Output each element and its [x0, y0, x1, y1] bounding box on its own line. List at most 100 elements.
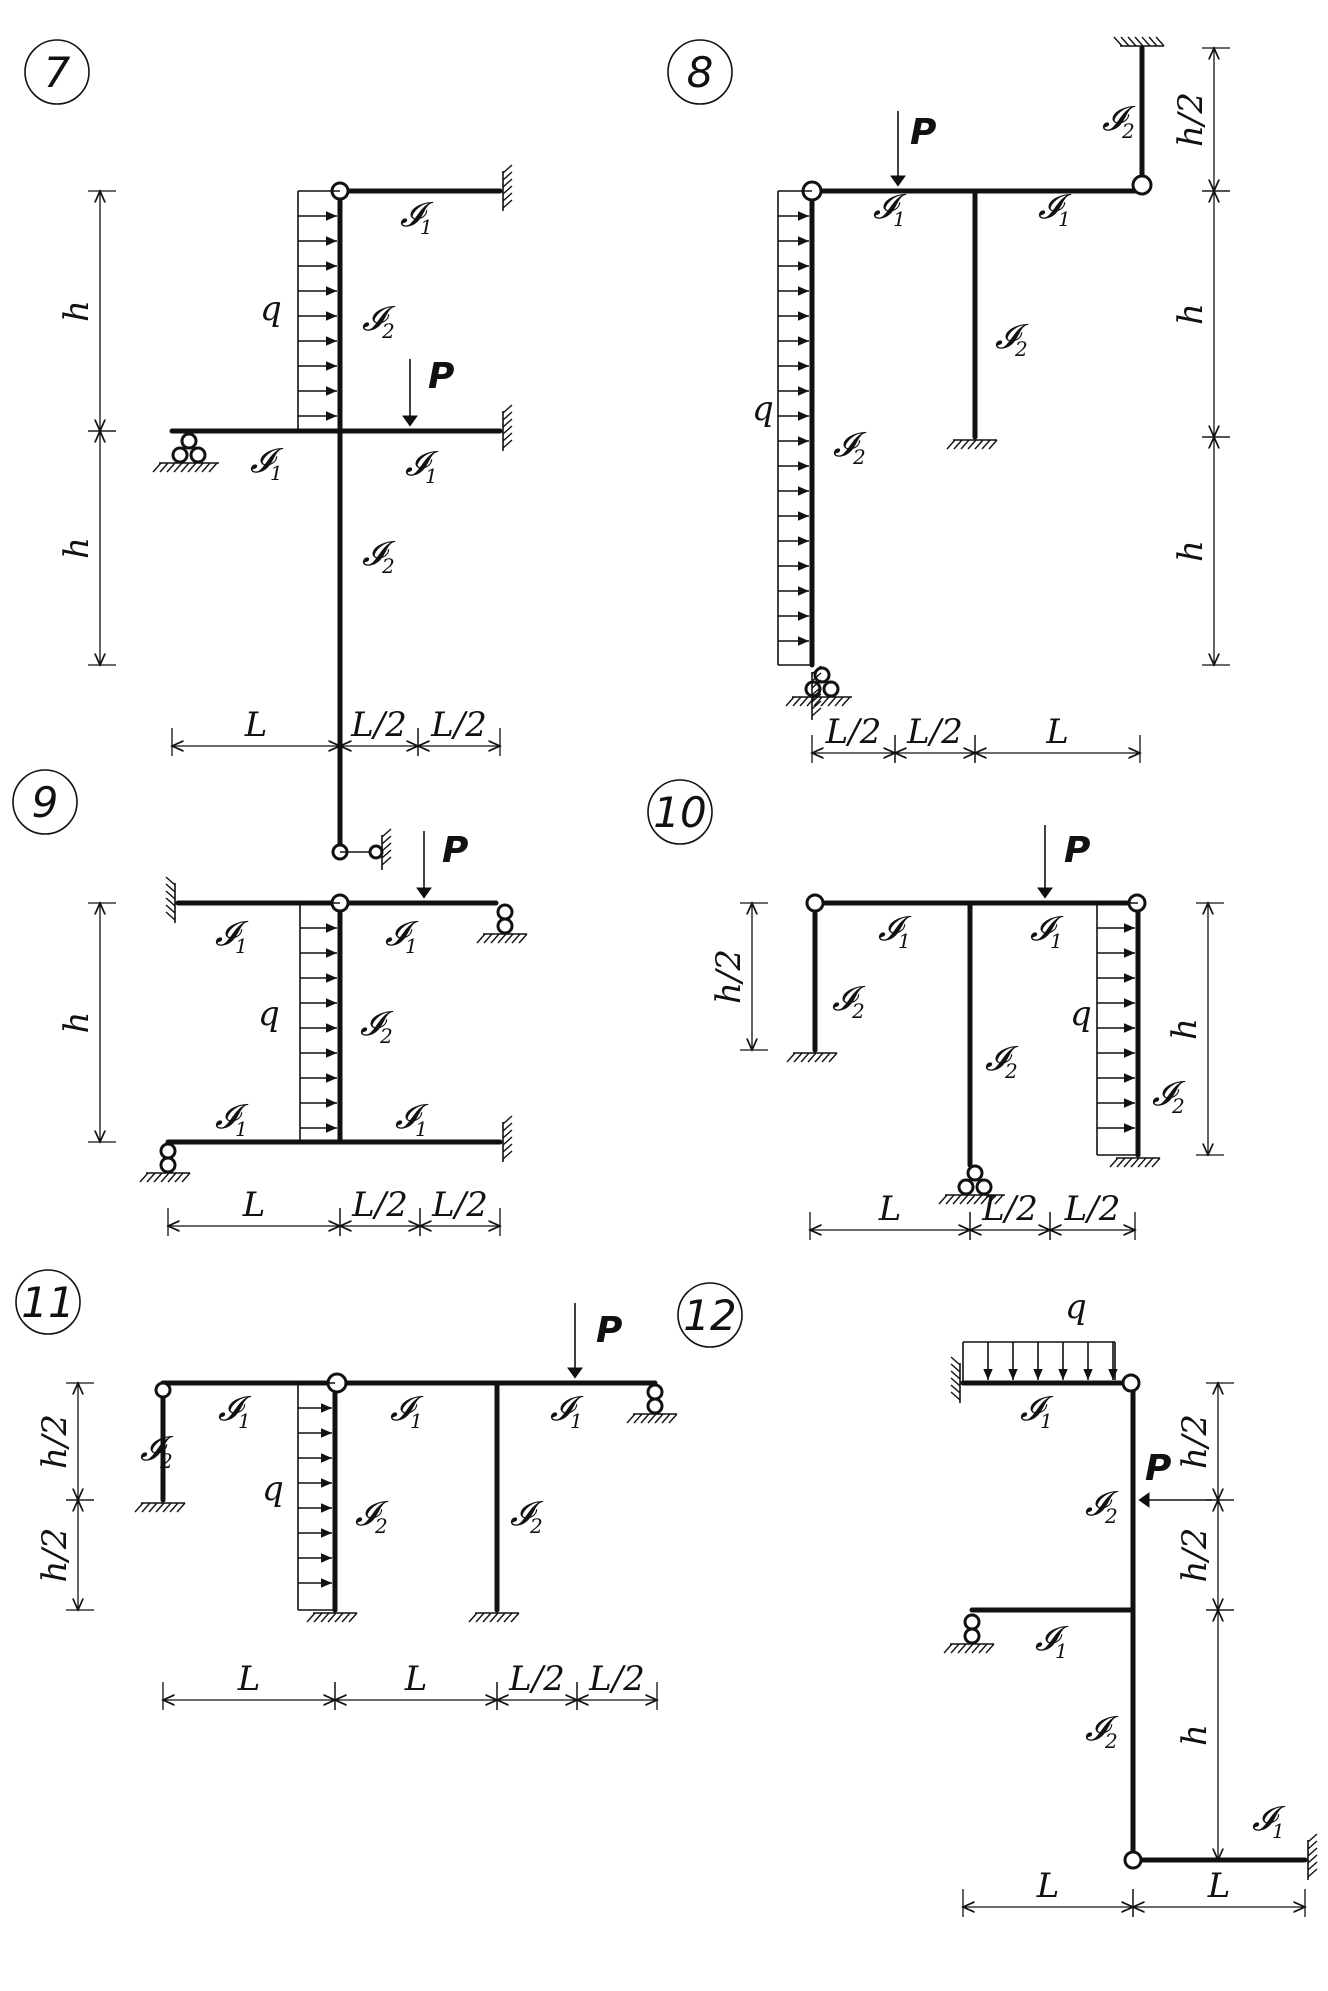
hatch-line [165, 883, 176, 893]
hatch-line [502, 425, 513, 435]
hatch-line [1130, 1157, 1140, 1168]
hatch-line [1155, 36, 1165, 47]
hatch-line [489, 1612, 499, 1623]
hatch-line [938, 1194, 948, 1205]
hatch-line [1307, 1854, 1318, 1864]
dim-label: h/2 [709, 949, 749, 1004]
hatch-line [139, 1172, 149, 1183]
stiffness-subscript: 2 [379, 1024, 393, 1048]
hatch-line [945, 1194, 955, 1205]
dim-label: h/2 [1171, 92, 1211, 147]
hatch-line [502, 411, 513, 421]
dim-label: L/2 [588, 1659, 645, 1699]
hatch-line [159, 462, 169, 473]
hinge-joint [368, 844, 384, 860]
roller-circle [966, 1164, 984, 1182]
hatch-line [1307, 1868, 1318, 1878]
hatch-line [1307, 1847, 1318, 1857]
roller-circle [804, 680, 822, 698]
hatch-line [502, 192, 513, 202]
dim-label: L/2 [430, 705, 487, 745]
hatch-line [502, 1136, 513, 1146]
hatch-line [964, 1643, 974, 1654]
hatch-line [807, 1052, 817, 1063]
hatch-line [811, 679, 822, 689]
dim-label: L [1036, 1866, 1060, 1906]
hatch-line [800, 1052, 810, 1063]
load-label-q: q [262, 1469, 284, 1509]
hatch-line [174, 1172, 184, 1183]
hatch-line [320, 1612, 330, 1623]
hatch-line [502, 199, 513, 209]
stiffness-subscript: 1 [898, 929, 911, 953]
stiffness-subscript: 2 [851, 999, 865, 1023]
hatch-line [134, 1502, 144, 1513]
hatch-line [946, 439, 956, 450]
hinge-joint [1131, 174, 1153, 196]
problem-number: 7 [44, 48, 71, 97]
hatch-line [381, 835, 392, 845]
hatch-line [654, 1413, 664, 1424]
hatch-line [626, 1413, 636, 1424]
hatch-line [502, 418, 513, 428]
hatch-line [1137, 1157, 1147, 1168]
hatch-line [1151, 1157, 1161, 1168]
load-label-P: P [428, 356, 454, 397]
hatch-line [792, 696, 802, 707]
dim-label: L/2 [431, 1185, 488, 1225]
hatch-line [334, 1612, 344, 1623]
hatch-line [141, 1502, 151, 1513]
hatch-line [1141, 36, 1151, 47]
hatch-line [1307, 1833, 1318, 1843]
hatch-line [950, 1356, 961, 1366]
hatch-line [165, 876, 176, 886]
problem-number: 8 [687, 48, 714, 97]
hatch-line [313, 1612, 323, 1623]
hatch-line [152, 462, 162, 473]
hatch-line [950, 1384, 961, 1394]
hatch-line [201, 462, 211, 473]
hatch-line [483, 933, 493, 944]
dim-label: L [244, 705, 268, 745]
hatch-line [468, 1612, 478, 1623]
dim-label: L/2 [1064, 1189, 1121, 1229]
hatch-line [1307, 1840, 1318, 1850]
stiffness-subscript: 2 [852, 445, 866, 469]
dim-label: L [878, 1189, 902, 1229]
hatch-line [165, 911, 176, 921]
hatch-line [187, 462, 197, 473]
hatch-line [503, 1612, 513, 1623]
roller-circle [646, 1397, 664, 1415]
hatch-line [381, 856, 392, 866]
hatch-line [661, 1413, 671, 1424]
stiffness-subscript: 1 [405, 934, 418, 958]
hatch-line [1113, 36, 1123, 47]
dim-label: L/2 [981, 1189, 1038, 1229]
problem-number-circle [15, 1269, 81, 1335]
hatch-line [821, 1052, 831, 1063]
problem-number: 12 [683, 1291, 736, 1340]
hatch-line [952, 1194, 962, 1205]
hatch-line [153, 1172, 163, 1183]
hatch-line [502, 171, 513, 181]
hatch-line [1109, 1157, 1119, 1168]
stiffness-subscript: 2 [1104, 1729, 1118, 1753]
hatch-line [173, 462, 183, 473]
hatch-line [811, 707, 822, 717]
hatch-line [502, 185, 513, 195]
hatch-line [381, 849, 392, 859]
hatch-line [793, 1052, 803, 1063]
hatch-line [306, 1612, 316, 1623]
hinge-joint [1123, 1850, 1143, 1870]
hatch-line [502, 439, 513, 449]
problem-number: 10 [653, 788, 706, 837]
hatch-line [381, 828, 392, 838]
hatch-line [994, 1194, 1004, 1205]
hatch-line [155, 1502, 165, 1513]
problem-number-circle [647, 779, 713, 845]
hatch-line [502, 432, 513, 442]
hatch-line [811, 693, 822, 703]
hatch-line [811, 665, 822, 675]
